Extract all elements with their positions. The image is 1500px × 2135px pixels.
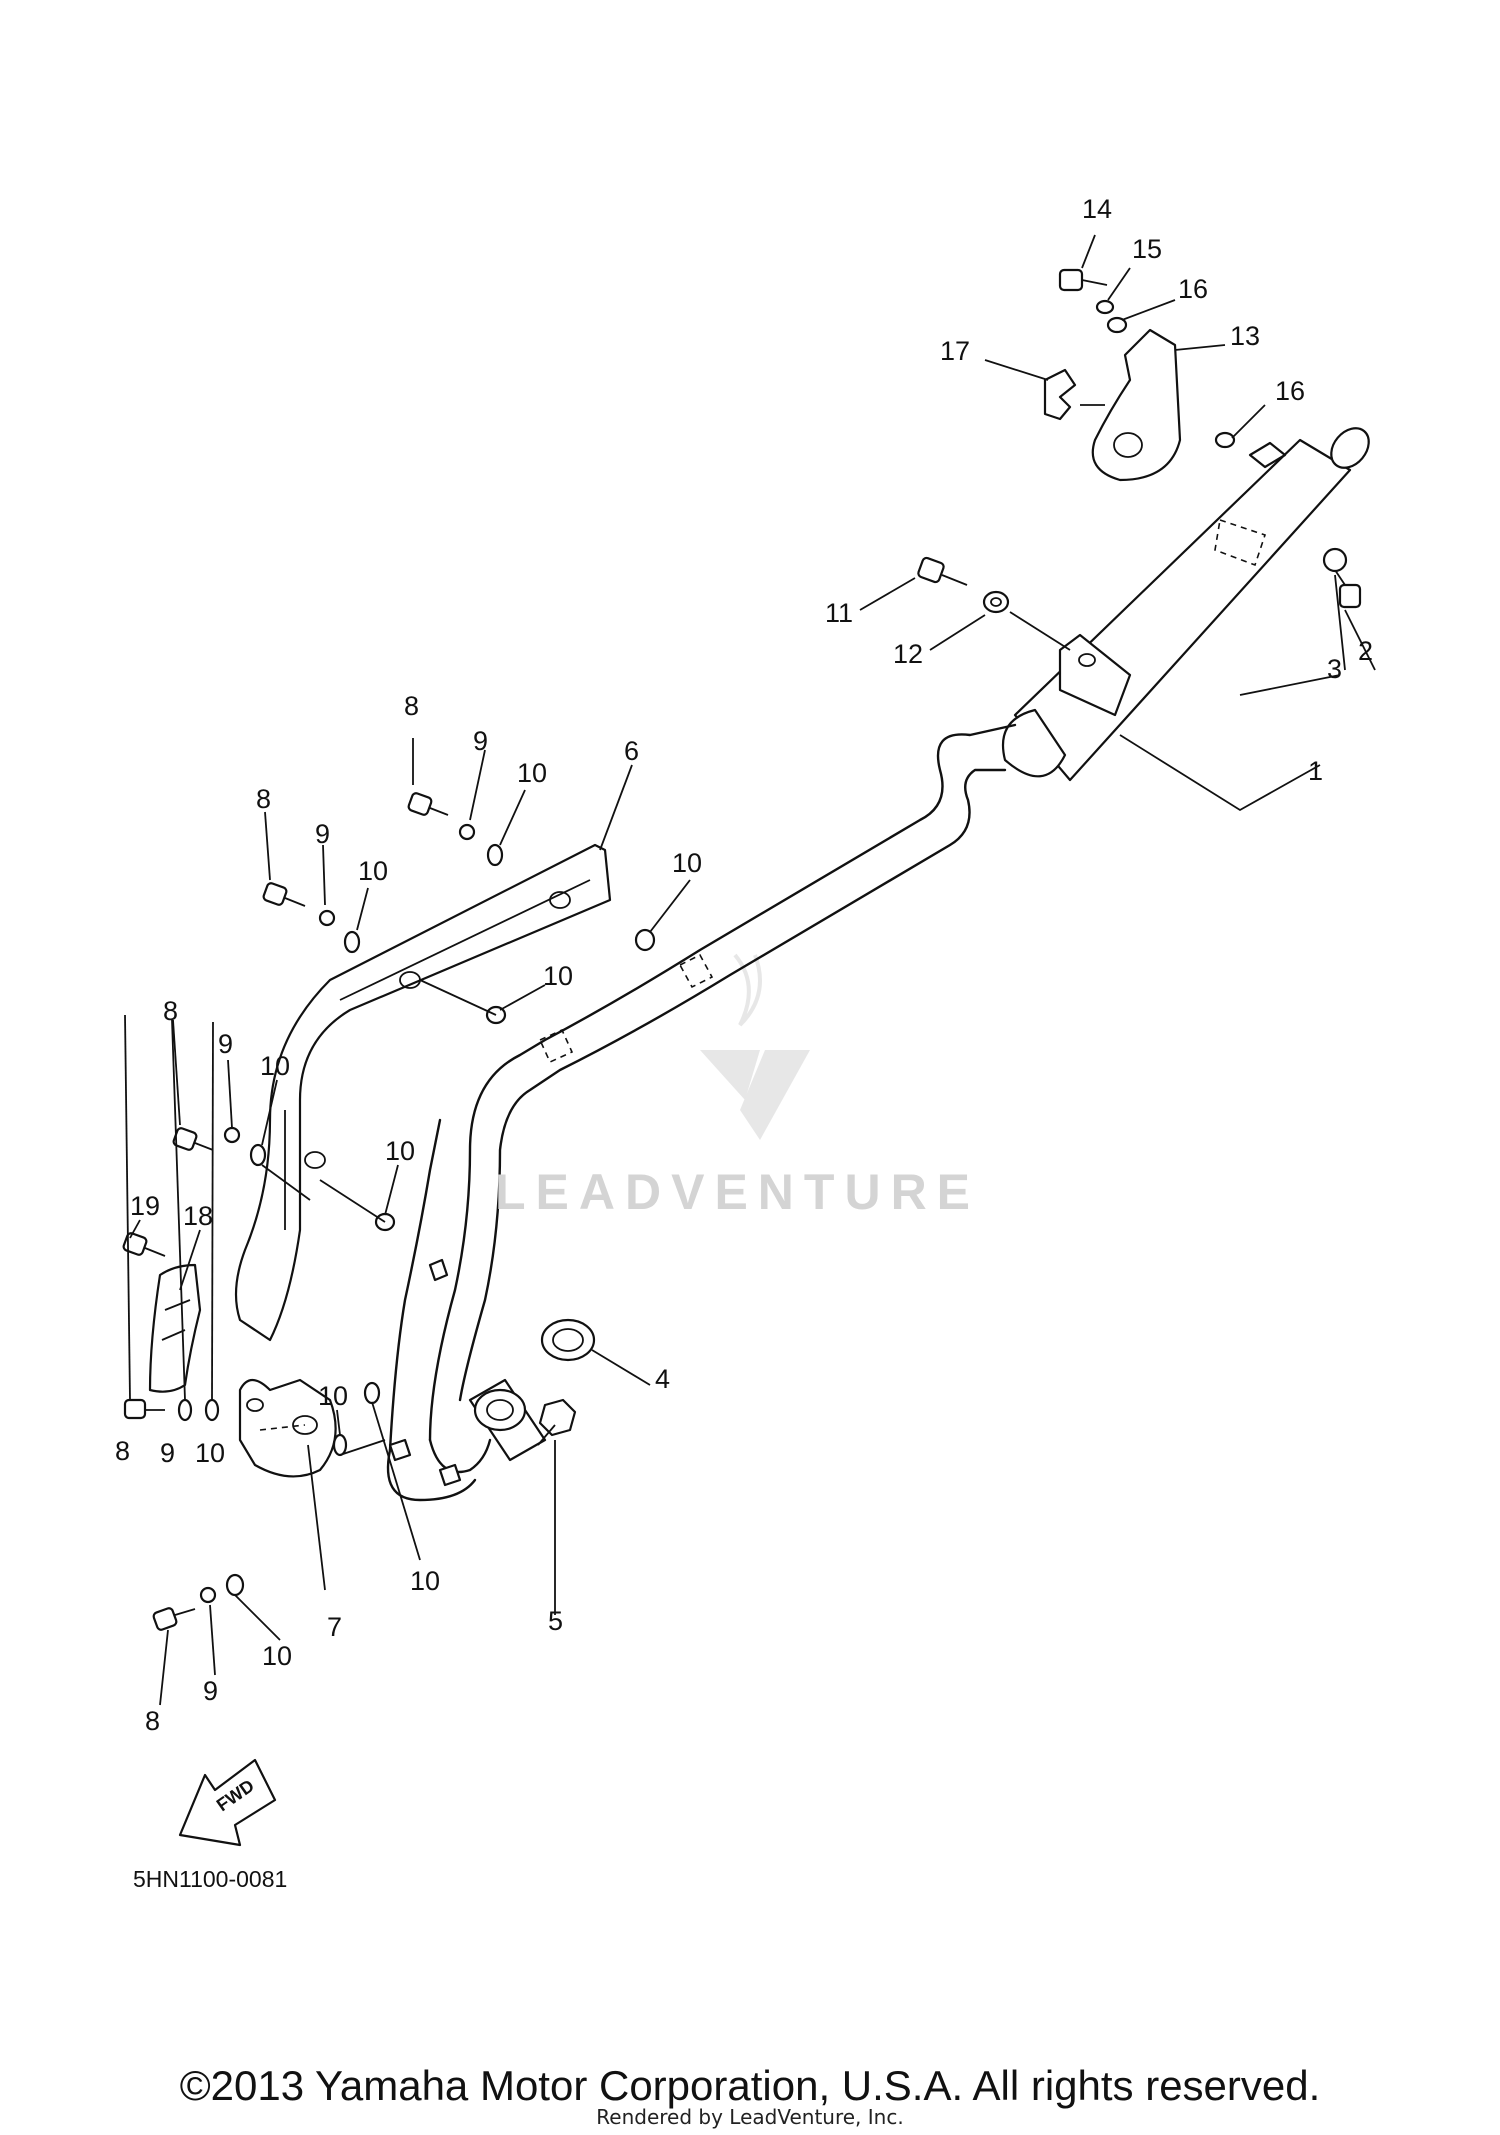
- callout-5: 5: [548, 1606, 563, 1636]
- washer-10-part: [249, 1143, 267, 1167]
- diagram-code: 5HN1100-0081: [133, 1866, 288, 1892]
- washer-16-part: [1214, 431, 1236, 449]
- callout-14: 14: [1082, 194, 1112, 224]
- callout-7: 7: [327, 1612, 342, 1642]
- callout-18: 18: [183, 1201, 213, 1231]
- callout-9-top: 9: [473, 726, 488, 756]
- callout-9-low: 9: [160, 1438, 175, 1468]
- callout-12: 12: [893, 639, 923, 669]
- bolt-14-part: [1058, 268, 1108, 292]
- callout-11: 11: [825, 598, 853, 628]
- bolt-17-part: [1043, 368, 1077, 421]
- washer-9-part: [458, 823, 476, 841]
- bolt-19-part: [122, 1232, 166, 1257]
- callout-16: 16: [1178, 274, 1208, 304]
- washer-9-part: [199, 1586, 217, 1604]
- callout-13: 13: [1230, 321, 1260, 351]
- callout-9-bottom: 9: [203, 1676, 218, 1706]
- callout-10-bottom: 10: [262, 1641, 292, 1671]
- callout-10-prot: 10: [318, 1381, 348, 1411]
- leadventure-watermark-logo: [700, 953, 810, 1140]
- callout-8-top: 8: [404, 691, 419, 721]
- washer-9-part: [223, 1126, 241, 1144]
- callout-2: 2: [1358, 636, 1373, 666]
- callout-8-bottom: 8: [145, 1706, 160, 1736]
- callout-1: 1: [1308, 756, 1323, 786]
- copyright-notice: ©2013 Yamaha Motor Corporation, U.S.A. A…: [179, 2062, 1321, 2109]
- washer-10-part: [332, 1433, 348, 1457]
- callout-19: 19: [130, 1191, 160, 1221]
- muffler-part: [1001, 427, 1370, 782]
- callout-10-upper: 10: [358, 856, 388, 886]
- callout-9-upper: 9: [315, 819, 330, 849]
- washer-15-part: [1095, 299, 1115, 315]
- bolt-8-part: [407, 792, 449, 816]
- watermark-text: LEADVENTURE: [495, 1164, 981, 1220]
- callout-9-mid: 9: [218, 1029, 233, 1059]
- callout-6: 6: [624, 736, 639, 766]
- washer-10-part: [634, 928, 656, 952]
- callout-10-low: 10: [195, 1438, 225, 1468]
- washer-10-part: [204, 1398, 220, 1422]
- bolt-8-part: [152, 1607, 196, 1631]
- bolt-8-part: [123, 1398, 165, 1420]
- washer-16-part: [1106, 316, 1128, 334]
- small-protector-part: [148, 1263, 202, 1393]
- callout-10-mid: 10: [543, 961, 573, 991]
- callout-17: 17: [940, 336, 970, 366]
- callout-8-mid: 8: [163, 996, 178, 1026]
- bolts-group: [122, 268, 1362, 1631]
- washer-12-part: [982, 590, 1010, 614]
- washer-3-part: [1322, 547, 1348, 573]
- washer-10-part: [486, 843, 504, 867]
- bolt-8-part: [262, 882, 306, 907]
- callout-10-left: 10: [260, 1051, 290, 1081]
- washer-9-part: [177, 1398, 193, 1422]
- rendered-by-credit: Rendered by LeadVenture, Inc.: [596, 2105, 904, 2129]
- exhaust-pipe-part: [386, 723, 1017, 1502]
- callout-numbers: 14 15 16 13 17 16 11 12 3 2 1 8 9 10 6 8…: [115, 194, 1373, 1736]
- callout-3: 3: [1327, 654, 1342, 684]
- exhaust-flange-part: [468, 1318, 596, 1462]
- forward-arrow-icon: FWD: [178, 1758, 277, 1847]
- callout-4: 4: [655, 1364, 670, 1394]
- washer-10-part: [363, 1381, 381, 1405]
- washer-10-part: [343, 930, 361, 954]
- callout-8-upper: 8: [256, 784, 271, 814]
- callout-10-top: 10: [517, 758, 547, 788]
- washers-group: [177, 299, 1348, 1604]
- nut-part: [538, 1398, 577, 1437]
- bolt-2-part: [1334, 569, 1362, 609]
- heat-protector-part: [234, 843, 612, 1342]
- washer-9-part: [318, 909, 336, 927]
- muffler-bracket-part: [1091, 328, 1182, 482]
- callout-15: 15: [1132, 234, 1162, 264]
- callout-10-lower: 10: [385, 1136, 415, 1166]
- bolt-8-part: [172, 1127, 214, 1151]
- callout-16b: 16: [1275, 376, 1305, 406]
- callout-10-pipe: 10: [672, 848, 702, 878]
- washer-10-part: [225, 1573, 245, 1597]
- callout-10-flange: 10: [410, 1566, 440, 1596]
- leader-lines: [124, 234, 1376, 1706]
- bolt-11-part: [917, 556, 968, 586]
- callout-8-low: 8: [115, 1436, 130, 1466]
